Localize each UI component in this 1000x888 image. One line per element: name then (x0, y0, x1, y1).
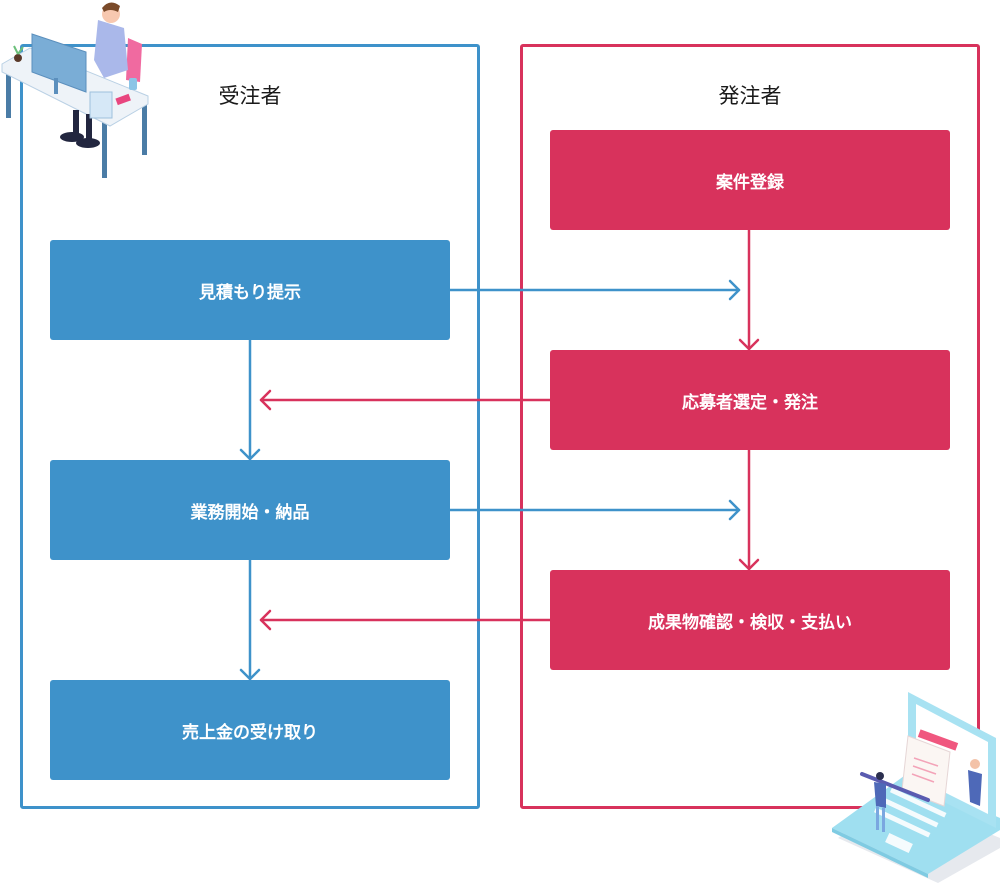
step-label: 業務開始・納品 (190, 502, 310, 523)
arrow-delivery-to-client (448, 499, 741, 521)
laptop-with-document-illustration (832, 692, 1000, 883)
arrow-payment-to-contractor (259, 609, 552, 631)
arrow-start-to-payment (239, 558, 261, 681)
arrow-order-to-contractor (259, 389, 552, 411)
step-estimate: 見積もり提示 (50, 240, 450, 340)
contractor-lane-title: 受注者 (218, 84, 282, 108)
arrow-register-to-select (738, 228, 760, 351)
arrow-select-to-confirm (738, 448, 760, 571)
arrow-estimate-to-client (448, 279, 741, 301)
step-label: 見積もり提示 (199, 282, 301, 303)
step-confirm-pay: 成果物確認・検収・支払い (550, 570, 950, 670)
step-label: 売上金の受け取り (182, 722, 318, 743)
client-lane-title: 発注者 (718, 84, 782, 108)
step-register-project: 案件登録 (550, 130, 950, 230)
arrow-estimate-to-start (239, 338, 261, 461)
step-label: 案件登録 (716, 172, 784, 193)
step-start-delivery: 業務開始・納品 (50, 460, 450, 560)
step-receive-payment: 売上金の受け取り (50, 680, 450, 780)
person-at-desk-illustration (1, 2, 149, 178)
step-label: 成果物確認・検収・支払い (648, 612, 852, 633)
step-select-order: 応募者選定・発注 (550, 350, 950, 450)
step-label: 応募者選定・発注 (682, 392, 818, 413)
